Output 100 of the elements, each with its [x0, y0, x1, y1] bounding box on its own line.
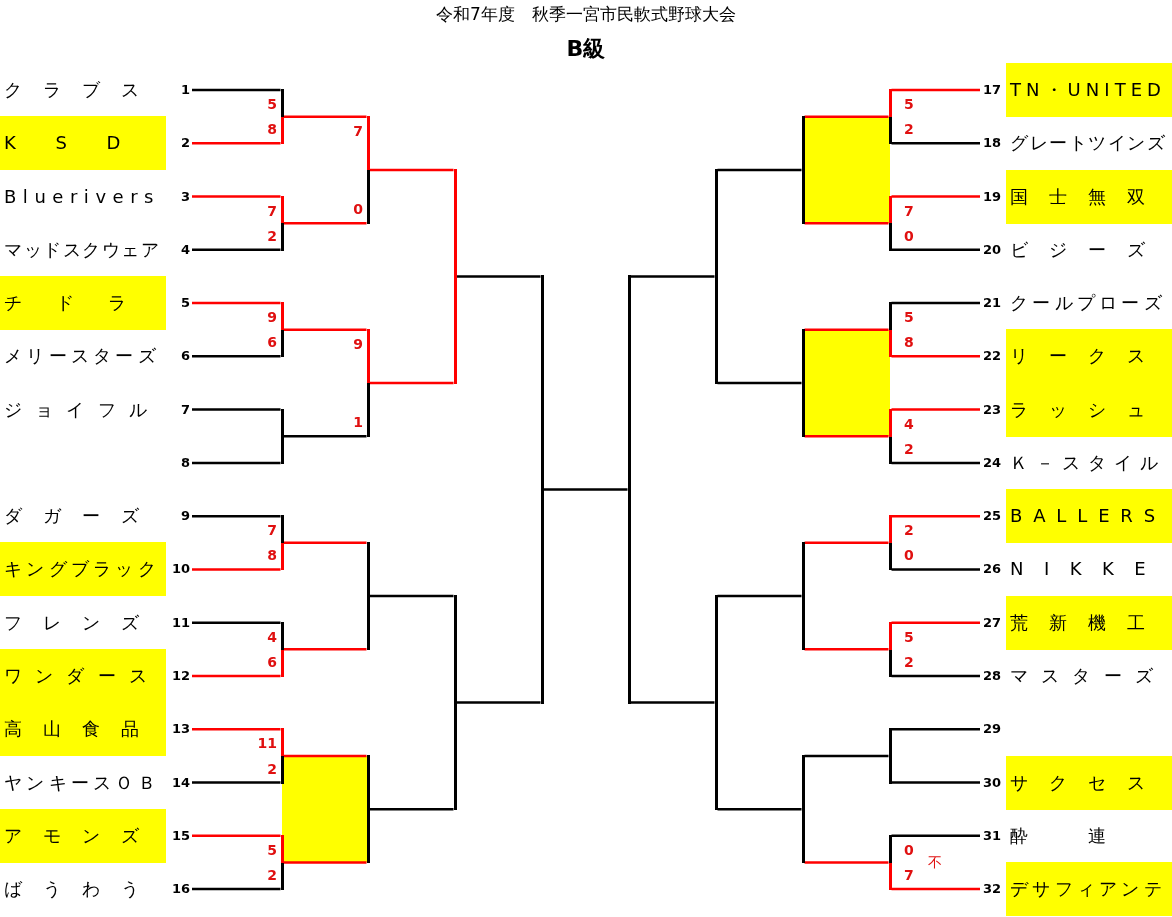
bracket-bar: [280, 834, 284, 891]
bracket-line: [456, 701, 541, 704]
bracket-line: [891, 248, 980, 252]
seed-number: 27: [983, 614, 1002, 631]
bracket-line: [283, 221, 367, 225]
bracket-line: [192, 781, 281, 784]
seed-number: 14: [171, 774, 190, 791]
bracket-bar: [280, 195, 284, 251]
bracket-line: [192, 142, 281, 145]
bracket-line: [891, 88, 980, 92]
team-name: NIKKE: [1010, 559, 1166, 580]
score-label: 7: [904, 867, 914, 884]
bracket-line: [283, 648, 367, 651]
bracket-line: [283, 115, 367, 118]
score-label: 2: [904, 653, 914, 670]
seed-number: 26: [983, 561, 1002, 578]
bracket-line: [891, 674, 980, 678]
score-label: 4: [267, 628, 277, 645]
score-label: 5: [904, 628, 914, 645]
score-label: 0: [904, 841, 914, 858]
bracket-bar: [714, 595, 718, 811]
score-label: 5: [904, 96, 914, 112]
bracket-line: [804, 435, 889, 438]
bracket-line: [192, 834, 281, 838]
seed-number: 13: [171, 721, 190, 738]
team-name: 高山食品: [4, 719, 160, 740]
score-label: 0: [353, 201, 363, 218]
bracket-line: [891, 195, 980, 198]
seed-number: 9: [180, 508, 190, 525]
team-name: Bluerivers: [4, 186, 160, 207]
seed-number: 21: [983, 295, 1002, 312]
bracket-line: [891, 355, 980, 358]
score-label: 5: [904, 309, 914, 326]
seed-number: 16: [171, 881, 190, 898]
bracket-bar: [888, 728, 892, 784]
team-name: 酔連: [1010, 825, 1166, 846]
bracket-line: [804, 115, 889, 118]
bracket-line: [891, 514, 980, 518]
seed-number: 19: [983, 188, 1002, 205]
bracket-bar: [801, 115, 805, 225]
seed-number: 6: [180, 348, 190, 365]
bracket-line: [192, 248, 281, 252]
bracket-line: [543, 488, 628, 491]
bracket-line: [192, 887, 281, 891]
score-label: 8: [267, 121, 277, 138]
score-label: 2: [267, 867, 277, 884]
bracket-line: [283, 861, 367, 864]
bracket-line: [891, 728, 980, 731]
bracket-bar: [888, 89, 892, 145]
team-name: ダガーズ: [4, 506, 160, 527]
bracket-line: [192, 195, 281, 198]
score-label: 0: [904, 547, 914, 564]
team-name: クラブス: [4, 80, 160, 100]
score-label: 9: [353, 335, 363, 352]
score-label: 5: [267, 96, 277, 112]
seed-number: 29: [983, 721, 1002, 738]
bracket-line: [891, 568, 980, 571]
bracket-bar: [453, 595, 457, 811]
bracket-bar: [801, 541, 805, 651]
score-label: 4: [904, 415, 914, 432]
seed-number: 30: [983, 774, 1002, 791]
bracket-line: [630, 701, 715, 704]
bracket-line: [283, 754, 367, 758]
bracket-line: [192, 408, 281, 411]
bracket-line: [717, 807, 802, 811]
bracket-bar: [888, 834, 892, 891]
team-name: クールプローズ: [1010, 293, 1166, 314]
seed-number: 28: [983, 667, 1002, 684]
seed-number: 5: [180, 295, 190, 312]
bracket-line: [804, 861, 889, 864]
bracket-line: [804, 541, 889, 545]
note-mark: 不: [928, 853, 942, 871]
seed-number: 4: [180, 241, 190, 258]
score-label: 8: [904, 334, 914, 351]
bracket-line: [369, 807, 454, 811]
bracket-bar: [366, 754, 370, 864]
bracket-bar: [280, 302, 284, 358]
bracket-line: [891, 781, 980, 784]
team-name: BALLERS: [1010, 506, 1166, 527]
team-name: ジョイフル: [4, 399, 160, 420]
score-label: 7: [267, 522, 277, 539]
team-name: ワンダース: [4, 665, 160, 686]
bracket-bar: [280, 515, 284, 571]
score-label: 2: [904, 522, 914, 539]
score-label: 1: [353, 414, 363, 431]
seed-number: 12: [171, 667, 190, 684]
seed-number: 32: [983, 881, 1002, 898]
seed-number: 31: [983, 827, 1002, 844]
seed-number: 18: [983, 135, 1002, 152]
seed-number: 25: [983, 508, 1002, 525]
seed-number: 15: [171, 827, 190, 844]
seed-number: 20: [983, 241, 1002, 258]
score-label: 2: [904, 440, 914, 457]
team-name: KSD: [4, 133, 160, 154]
bracket-line: [192, 621, 281, 624]
team-name: アモンズ: [4, 825, 160, 846]
bracket-line: [891, 142, 980, 145]
score-label: 11: [257, 735, 277, 752]
bracket-bar: [366, 328, 370, 438]
bracket-line: [369, 594, 454, 598]
